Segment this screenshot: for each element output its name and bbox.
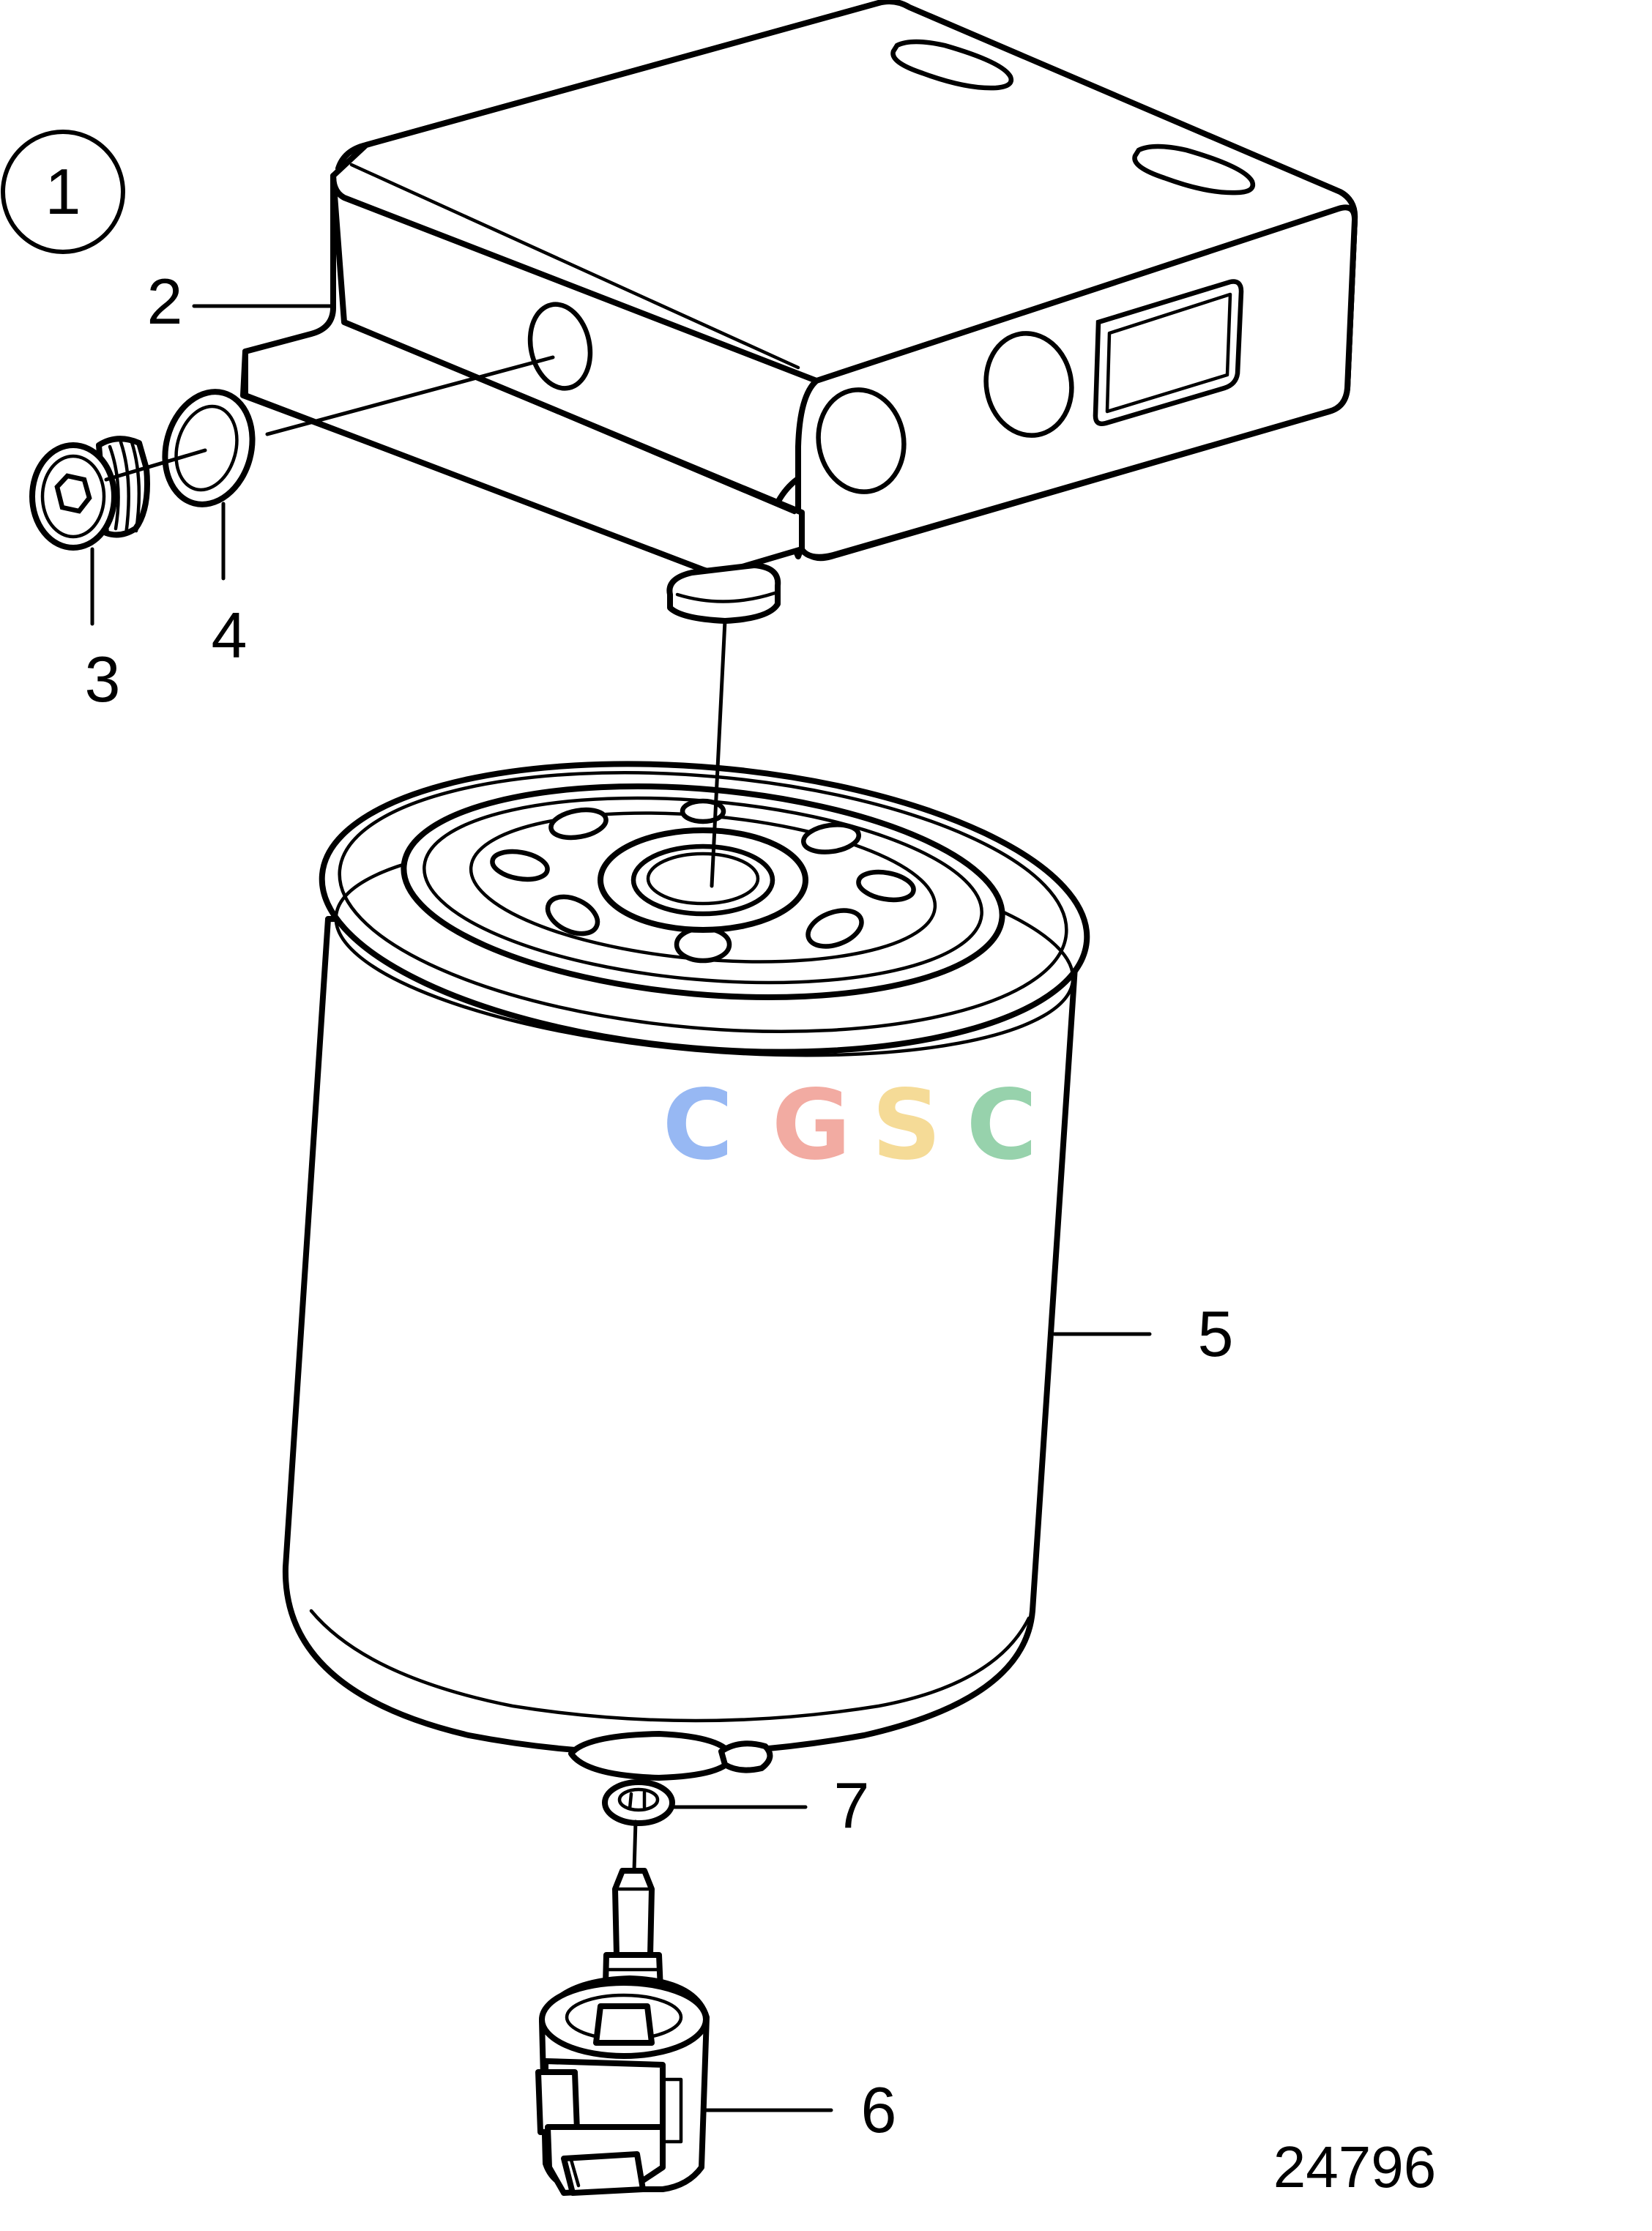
callout-4: 4	[212, 599, 248, 671]
callout-7: 7	[834, 1769, 870, 1841]
callout-5: 5	[1198, 1297, 1234, 1370]
callout-3: 3	[85, 643, 121, 715]
leader-lines	[90, 304, 1152, 2112]
drawing-number: 24796	[1273, 2134, 1436, 2200]
callout-2: 2	[147, 265, 183, 338]
watermark-letter-4: C	[967, 1069, 1038, 1182]
water-sensor-part-6	[535, 1868, 710, 2196]
watermark-letter-2: G	[772, 1069, 851, 1182]
watermark-letter-1: C	[663, 1069, 734, 1182]
filter-bracket-part-2	[240, 0, 1358, 624]
group-number-badge: 1	[1, 130, 125, 254]
sealing-washer-part-4	[162, 389, 256, 507]
fuel-filter-part-5	[282, 761, 1090, 1781]
callout-labels: 2 3 4 5 7 6	[85, 265, 1234, 2146]
drain-plug-part-3	[29, 436, 150, 551]
watermark-logo: C G S C	[663, 1069, 1038, 1182]
group-number-text: 1	[45, 155, 81, 228]
callout-6: 6	[861, 2074, 897, 2146]
watermark-letter-3: S	[871, 1069, 941, 1182]
o-ring-part-7	[602, 1779, 675, 1826]
